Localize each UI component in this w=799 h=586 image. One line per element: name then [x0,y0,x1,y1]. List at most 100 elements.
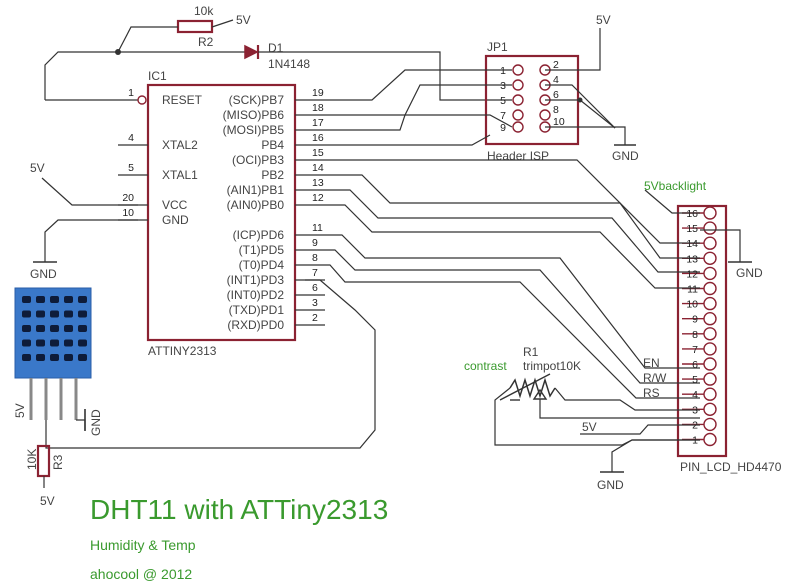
lcd-pin [703,402,717,416]
lcd-pin-number: 4 [692,389,698,401]
header-pin-number: 10 [553,116,565,128]
ic-pin-number: 15 [312,147,324,159]
ic-pin-number: 1 [128,87,134,99]
d1-label: D1 [268,41,284,55]
lcd-en-label: EN [643,356,660,370]
ic-pin-name: (TXD)PD1 [229,303,285,317]
header-pin [539,109,551,121]
jp1-gnd-label: GND [612,149,639,163]
diode-d1[interactable] [244,44,260,60]
r2-label: R2 [198,35,214,49]
header-pin [512,64,524,76]
ic-pin-number: 19 [312,87,324,99]
subtitle: Humidity & Temp [90,537,196,553]
jp1-label: JP1 [487,40,508,54]
header-pin-number: 2 [553,59,559,71]
lcd-pin-number: 7 [692,344,698,356]
ic-pin-name: RESET [162,93,203,107]
lcd-pin-number: 15 [686,223,698,235]
r2-value: 10k [194,4,214,18]
d1-value: 1N4148 [268,57,310,71]
page-title: DHT11 with ATTiny2313 [90,494,388,525]
header-pin [512,79,524,91]
lcd-pin [703,432,717,447]
lcd-pin [703,312,717,326]
r2-supply-label: 5V [236,13,251,27]
ic-pin-number: 16 [312,132,324,144]
ic-pin-number: 2 [312,312,318,324]
ic-pin-number: 17 [312,117,324,129]
ic1-name: ATTINY2313 [148,344,217,358]
r3-label: R3 [51,454,65,470]
ic-pin-name: (MOSI)PB5 [223,123,285,137]
header-pin-number: 6 [553,89,559,101]
ic1-label: IC1 [148,69,167,83]
lcd-pin-number: 11 [687,284,698,296]
header-pin-number: 1 [500,65,506,77]
ic-pin-name: (T0)PD4 [239,258,285,272]
ic-pin-name: VCC [162,198,188,212]
ic-pin-name: GND [162,213,189,227]
ic-pin-name: PB2 [261,168,284,182]
ic-pin-number: 3 [312,297,318,309]
ic-pin-name: (AIN0)PB0 [227,198,285,212]
lcd-pin [703,236,717,250]
ic-pin-name: XTAL1 [162,168,198,182]
jp1-supply-label: 5V [596,13,611,27]
ic-pin-number: 14 [312,162,324,174]
trim-5v-label: 5V [582,420,597,434]
lcd-pin [703,372,717,386]
ic-pin-number: 5 [128,162,134,174]
header-pin-number: 8 [553,104,559,116]
ic-pin-number: 9 [312,237,318,249]
ic-pin-name: (OCI)PB3 [232,153,284,167]
header-pin-number: 9 [500,122,506,134]
lcd-pin-number: 5 [692,374,698,386]
ic-pin-name: (T1)PD5 [239,243,285,257]
lcd-pin [703,417,717,432]
resistor-r2[interactable] [176,19,214,34]
ic-pin-name: PB4 [261,138,284,152]
ic-pin-number: 8 [312,252,318,264]
author-label: ahocool @ 2012 [90,566,192,582]
lcd-rw-label: R/W [643,371,667,385]
ic-pin-number: 18 [312,102,324,114]
lcd-pin [703,251,717,265]
lcd-pin-number: 6 [692,359,698,371]
ic-pin-name: (RXD)PD0 [227,318,284,332]
backlight-label: 5Vbacklight [644,179,707,193]
lcd-pin [703,266,717,281]
ic-pin-name: (SCK)PB7 [229,93,285,107]
lcd-pin [703,387,717,401]
ic-attiny2313[interactable] [137,83,297,342]
ic-pin-name: (ICP)PD6 [233,228,285,242]
header-pin [512,121,524,133]
ic-pin-name: XTAL2 [162,138,198,152]
ic-pin-name: (AIN1)PB1 [227,183,285,197]
header-pin [512,94,524,106]
header-pin [512,109,524,121]
lcd-pin-number: 10 [686,299,698,311]
resistor-r3[interactable] [36,444,51,478]
lcd-pin [703,342,717,356]
lcd-pin-number: 16 [686,208,698,220]
ic-pin-number: 11 [312,222,323,234]
lcd-pin-number: 14 [686,238,698,250]
dht11-sensor[interactable] [14,287,92,420]
ic-gnd-label: GND [30,267,57,281]
lcd-rs-label: RS [643,386,660,400]
r1-label: R1 [523,345,539,359]
trimpot-r1[interactable] [499,373,556,401]
lcd-pin [703,221,717,235]
ic-pin-number: 6 [312,282,318,294]
header-pin-number: 5 [500,95,506,107]
lcd-pin-number: 12 [686,268,698,280]
vcc-supply-label: 5V [30,161,45,175]
bottom-gnd-label: GND [597,478,624,492]
lcd-pin [703,327,717,341]
lcd-pin-number: 9 [692,314,698,326]
ic-pin-number: 13 [312,177,324,189]
